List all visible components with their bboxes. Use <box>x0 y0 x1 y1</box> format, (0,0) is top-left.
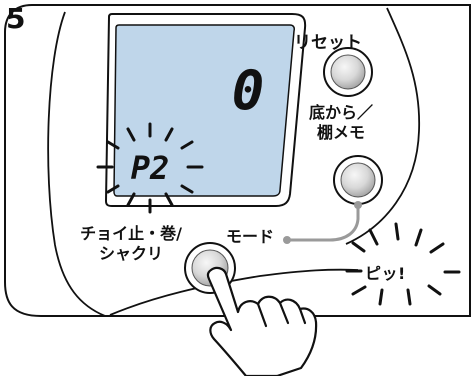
left-inner-curve <box>47 11 106 317</box>
reset-button-graphic <box>323 47 373 97</box>
beep-rays-icon <box>345 222 461 306</box>
bottom-shelf-memo-button-label: 底から／ 棚メモ <box>308 103 373 142</box>
right-inner-curve <box>345 7 421 245</box>
beep-text: ピッ! <box>365 264 406 283</box>
mode-label: モード <box>226 227 275 246</box>
mode-leader-dot-start <box>283 236 291 244</box>
jig-winding-label: チョイ止・巻/ シャクリ <box>80 224 182 263</box>
lcd-mode-value: P2 <box>130 149 170 187</box>
bottom-swoop <box>109 268 359 316</box>
hand-pointer-icon <box>206 266 318 376</box>
lcd-screen <box>113 24 295 197</box>
mode-leader-line <box>285 204 360 242</box>
lcd-main-value: 0 <box>231 59 265 122</box>
reset-button-label: リセット <box>294 33 362 53</box>
mode-leader-dot-end <box>354 201 362 209</box>
step-number: 5 <box>6 2 26 35</box>
blink-rays-icon <box>96 122 204 214</box>
bottom-shelf-memo-button-graphic <box>333 155 383 205</box>
